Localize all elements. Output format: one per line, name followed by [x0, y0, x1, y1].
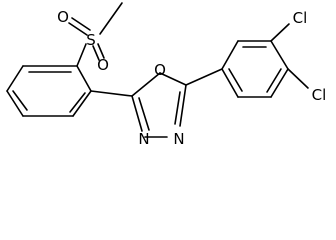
atom-label-sulfur: S — [86, 31, 96, 49]
dichlorophenyl-ring — [221, 40, 289, 98]
phenyl-ring-left — [6, 65, 92, 117]
atom-label-nitrogen-2: N — [173, 130, 184, 148]
bond-oxadiazole-aryl — [185, 68, 223, 86]
ring-bond — [131, 72, 161, 97]
ring-bond — [221, 40, 239, 70]
ring-inner-bond — [174, 91, 181, 125]
ring-bond — [6, 90, 24, 117]
bond-s-o-top-2 — [68, 22, 88, 36]
molecule-structure: S O O O N N Cl Cl — [6, 2, 327, 148]
atom-label-chlorine-lower: Cl — [312, 86, 327, 104]
atom-label-nitrogen-1: N — [138, 130, 149, 148]
bond-s-aryl — [76, 43, 87, 67]
ring-inner-bond — [266, 68, 282, 93]
atom-label-sulfonyl-oxygen-top: O — [57, 8, 69, 26]
ring-bond — [131, 95, 143, 132]
oxadiazole-ring — [131, 72, 187, 138]
atom-label-chlorine-upper: Cl — [293, 9, 308, 27]
bond-s-o-top-1 — [71, 17, 91, 31]
ring-bond — [270, 68, 289, 98]
ring-inner-bond — [69, 92, 86, 113]
ring-inner-bond — [228, 68, 243, 92]
ring-inner-bond — [138, 97, 150, 131]
ring-bond — [72, 90, 92, 117]
bond-aryl-oxadiazole — [90, 90, 133, 97]
atom-label-sulfonyl-oxygen-bottom: O — [97, 56, 109, 74]
methylsulfonyl-group — [68, 2, 123, 67]
atom-label-ring-oxygen: O — [154, 61, 166, 79]
ring-inner-bond — [12, 90, 28, 111]
bond-s-o-bottom-2 — [92, 45, 100, 61]
ring-bond — [221, 68, 239, 98]
bond-c-cl-upper — [270, 23, 290, 42]
bond-s-o-bottom-1 — [97, 43, 105, 59]
ring-bond — [270, 40, 289, 70]
bond-c-cl-lower — [287, 68, 309, 89]
ring-bond — [159, 72, 187, 86]
ring-bond — [76, 65, 92, 92]
bond-s-methyl — [99, 2, 123, 35]
ring-bond — [6, 65, 24, 92]
ring-bond — [179, 84, 187, 127]
